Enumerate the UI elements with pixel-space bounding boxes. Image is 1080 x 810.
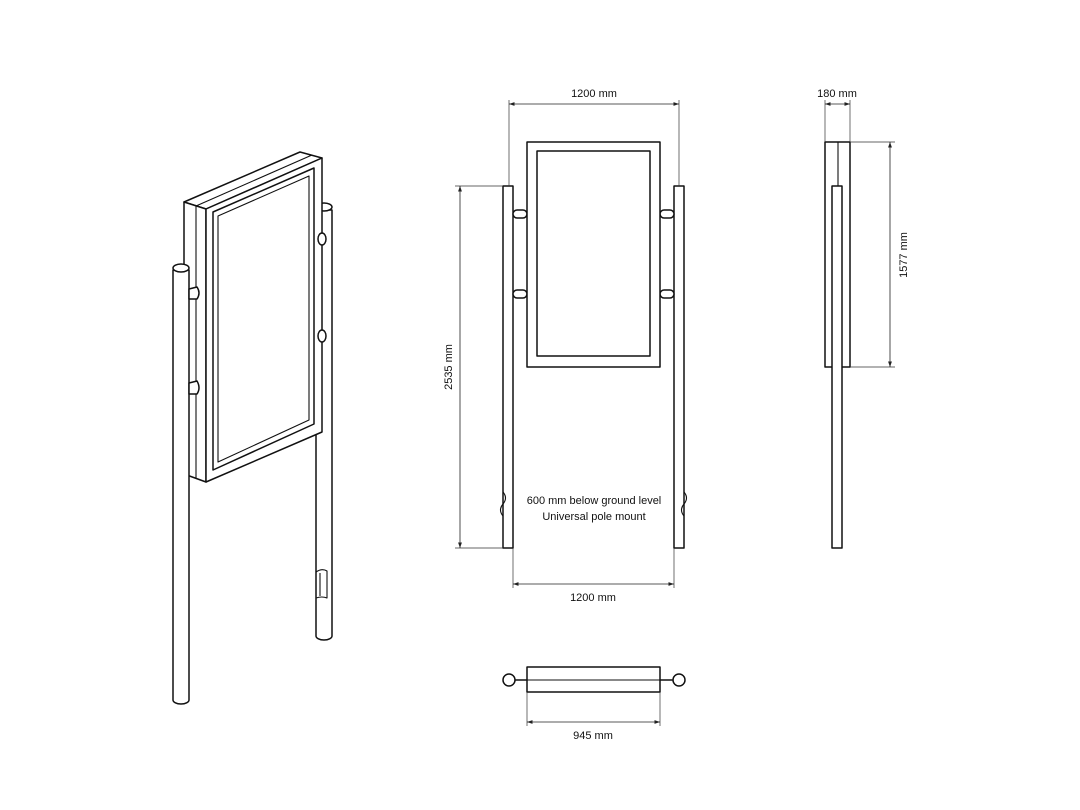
svg-text:1577 mm: 1577 mm bbox=[898, 232, 910, 278]
front-bracket bbox=[659, 209, 675, 219]
svg-text:180 mm: 180 mm bbox=[817, 88, 857, 100]
front-view: 600 mm below ground level Universal pole… bbox=[443, 88, 688, 604]
front-width-dimension: 1200 mm bbox=[508, 88, 680, 186]
iso-cabinet bbox=[183, 151, 327, 483]
svg-text:2535 mm: 2535 mm bbox=[443, 344, 455, 390]
side-height-dimension: 1577 mm bbox=[850, 141, 910, 368]
iso-front-pole bbox=[172, 263, 200, 705]
svg-text:1200 mm: 1200 mm bbox=[571, 88, 617, 100]
side-view: 180 mm 1577 mm bbox=[817, 88, 910, 549]
front-left-pole bbox=[502, 185, 514, 549]
front-cabinet-window bbox=[536, 150, 651, 357]
ground-level-note: 600 mm below ground level bbox=[527, 495, 662, 507]
front-bracket bbox=[512, 289, 528, 299]
side-pole bbox=[831, 185, 843, 549]
top-left-pole bbox=[502, 673, 516, 687]
front-bracket bbox=[659, 289, 675, 299]
svg-text:945 mm: 945 mm bbox=[573, 730, 613, 742]
isometric-view bbox=[172, 151, 333, 705]
front-right-pole bbox=[673, 185, 685, 549]
front-cabinet-frame bbox=[526, 141, 661, 368]
pole-spacing-dimension: 1200 mm bbox=[512, 548, 675, 604]
front-height-dimension: 2535 mm bbox=[443, 185, 503, 549]
top-right-pole bbox=[672, 673, 686, 687]
pole-mount-note: Universal pole mount bbox=[542, 511, 645, 523]
top-width-dimension: 945 mm bbox=[526, 692, 661, 742]
svg-text:1200 mm: 1200 mm bbox=[570, 592, 616, 604]
front-bracket bbox=[512, 209, 528, 219]
top-view: 945 mm bbox=[502, 666, 686, 742]
side-depth-dimension: 180 mm bbox=[817, 88, 857, 142]
